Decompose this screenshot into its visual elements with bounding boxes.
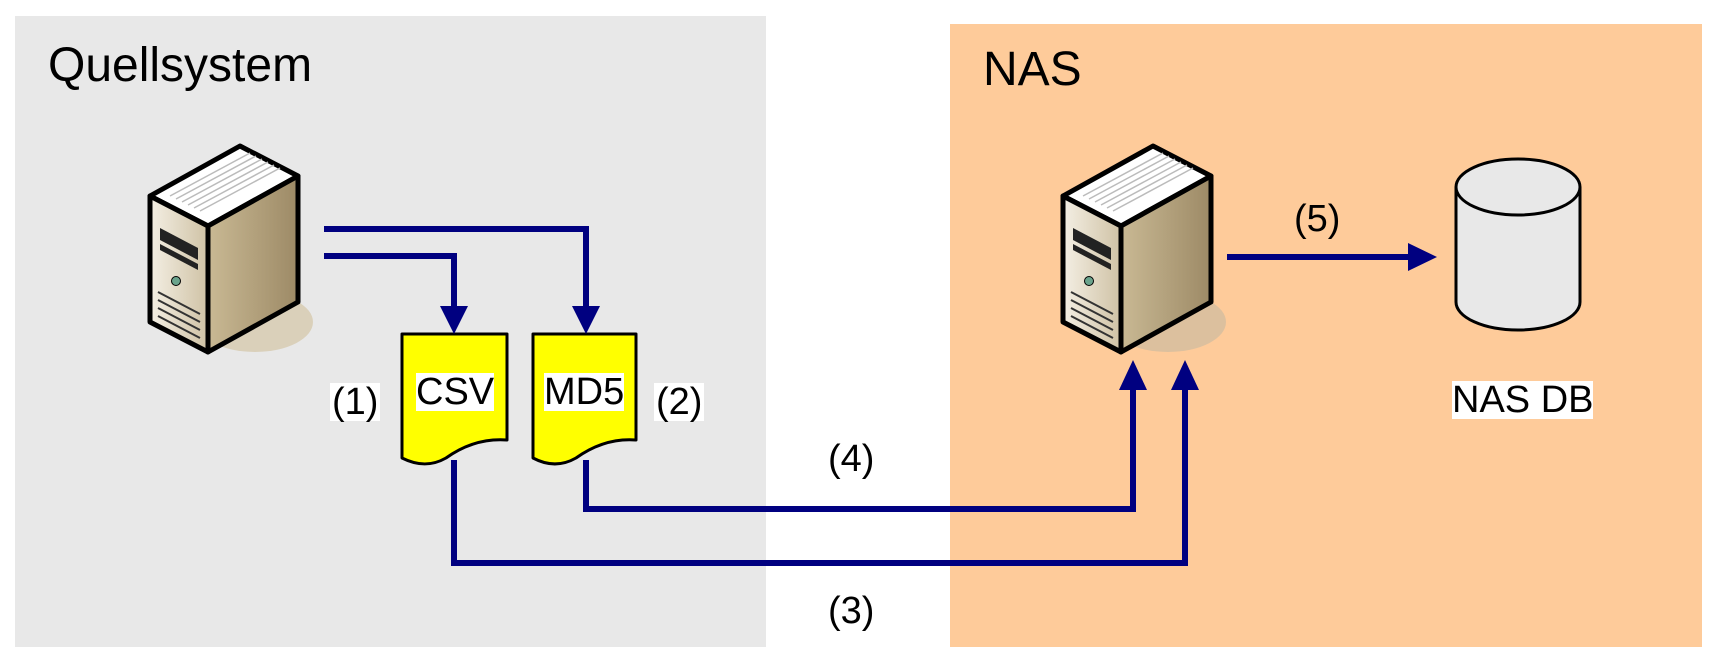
step-4-label: (4)	[826, 438, 877, 480]
step-1-label: (1)	[330, 381, 381, 423]
nas-zone	[950, 24, 1702, 647]
arrow-md5-to-nas	[583, 388, 1136, 512]
arrowhead-nas-left	[1119, 360, 1147, 390]
nas-server-icon	[1060, 143, 1226, 355]
step-2-label: (2)	[654, 381, 705, 423]
arrowhead-csv	[440, 306, 468, 334]
arrowhead-db	[1408, 243, 1437, 271]
arrow-to-md5	[324, 226, 589, 308]
arrow-to-csv	[324, 253, 457, 308]
md5-file-label: MD5	[544, 371, 625, 413]
csv-file-label: CSV	[416, 371, 495, 413]
nas-title: NAS	[983, 43, 1082, 96]
arrow-csv-to-nas	[451, 388, 1188, 566]
nas-db-cylinder-icon	[1454, 157, 1582, 332]
nas-db-label: NAS DB	[1452, 379, 1594, 421]
arrowhead-nas-right	[1171, 360, 1199, 390]
source-system-zone	[15, 16, 766, 647]
source-server-icon	[147, 143, 313, 355]
source-system-title: Quellsystem	[48, 39, 313, 92]
step-5-label: (5)	[1294, 198, 1341, 240]
step-3-label: (3)	[826, 590, 877, 632]
arrowhead-md5	[572, 306, 600, 334]
